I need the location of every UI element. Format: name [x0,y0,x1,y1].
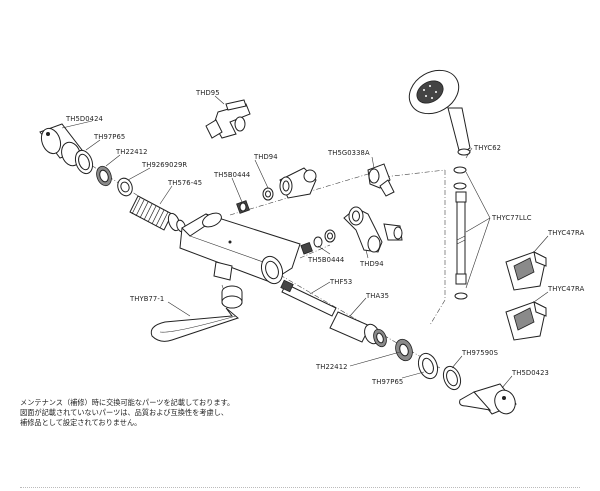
label-th5d0424: TH5D0424 [65,115,103,123]
th5g0338a-fitting [367,163,395,197]
thd94-mid-bracket [343,206,403,253]
label-thd94-mid: THD94 [359,260,384,268]
label-thyc62: THYC62 [473,144,501,152]
label-thf53: THF53 [329,278,352,286]
label-th97p65-top: TH97P65 [93,133,125,141]
th22412-bottom-ring [395,338,413,362]
thd94-top-elbow [279,167,317,199]
part-labels: TH5D0424 TH97P65 TH22412 TH9269029R TH57… [65,89,585,386]
th5d0423-handle [459,383,517,415]
th97590s-ring [442,365,462,391]
mixer-body [179,212,301,285]
note-line-2: 図面が記載されていないパーツは、品質および互換性を考慮し、 [20,408,229,417]
label-th97p65-bottom: TH97P65 [371,378,403,386]
footer-divider [20,487,580,488]
thyc62-shower-head [408,69,471,156]
thyc47ra-holder-2 [505,301,547,341]
thyc47ra-holder-1 [505,251,547,291]
note-line-3: 補修品として設定されておりません。 [20,418,142,427]
thd95-holder [205,99,251,139]
th5b0444-mid-parts [300,229,336,255]
label-th5d0423: TH5D0423 [511,369,549,377]
label-th5b0444-mid: TH5B0444 [307,256,344,264]
label-th22412-bottom: TH22412 [315,363,348,371]
label-thyb77-1: THYB77-1 [129,295,164,303]
washer-top [262,187,274,201]
th5b0444-top-nut [236,200,250,214]
note-line-1: メンテナンス（補修）時に交換可能なパーツを記載しております。 [20,398,235,407]
th576-45-cartridge [129,195,186,233]
label-th576-45: TH576-45 [167,179,202,187]
label-th9269029r: TH9269029R [141,161,187,169]
thf53-shaft [280,279,337,317]
label-thd95: THD95 [195,89,220,97]
th22412-top-ring [96,165,112,187]
th9269029r-washer [117,177,133,197]
thyc77llc-hose [454,191,468,300]
label-th22412-top: TH22412 [115,148,148,156]
thyc62-washer [453,166,467,190]
label-thyc77llc: THYC77LLC [491,214,532,222]
th97p65-bottom-ring [417,352,439,380]
th97p65-top-ring [74,149,94,175]
tha35-cartridge [329,311,387,348]
label-thd94-top: THD94 [253,153,278,161]
label-tha35: THA35 [365,292,389,300]
leader-lines [61,95,549,389]
thyb77-1-spout [150,285,243,342]
label-thyc47ra-2: THYC47RA [547,285,585,293]
label-thyc47ra-1: THYC47RA [547,229,585,237]
label-th5g0338a: TH5G0338A [327,149,370,157]
label-th97590s: TH97590S [461,349,498,357]
maintenance-note: メンテナンス（補修）時に交換可能なパーツを記載しております。 図面が記載されてい… [20,398,320,428]
label-th5b0444-top: TH5B0444 [213,171,250,179]
